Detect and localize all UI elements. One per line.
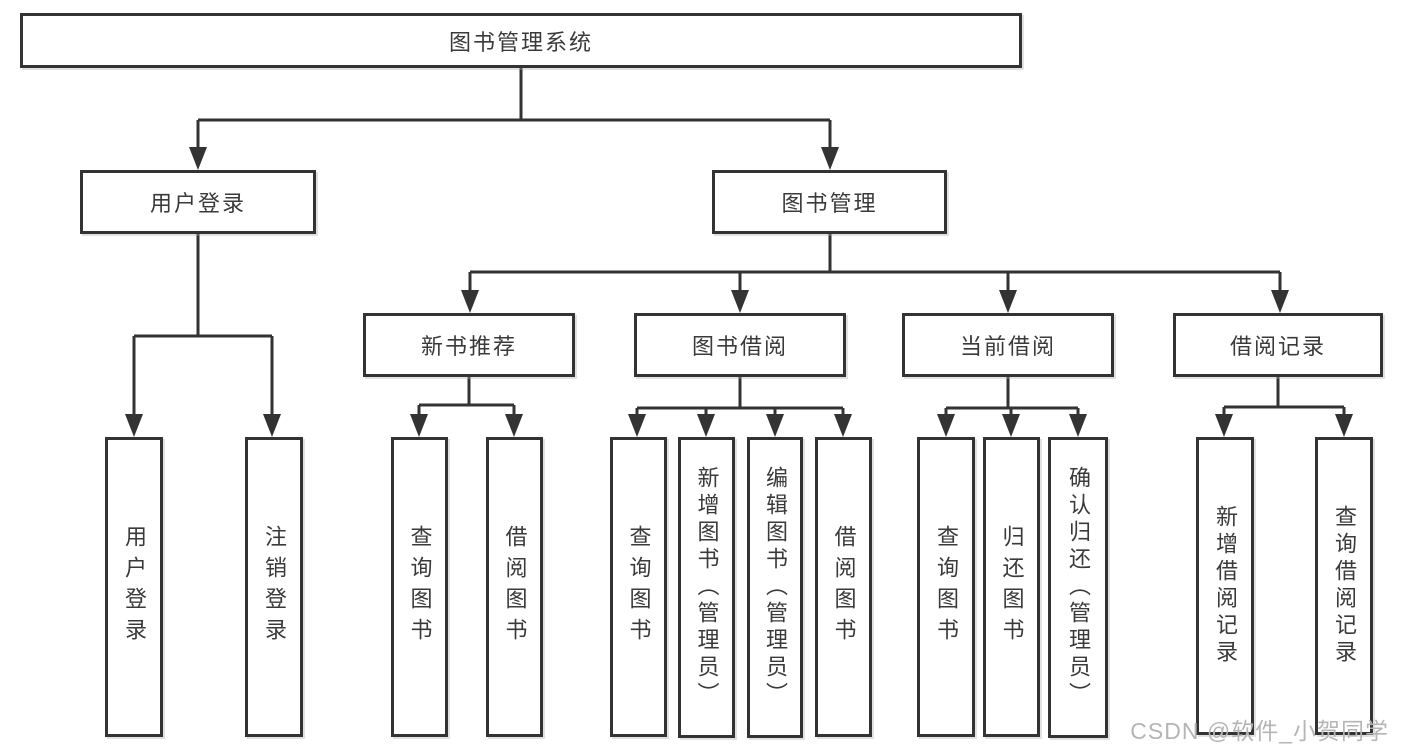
leaf-user-login: 用户登录 bbox=[105, 437, 163, 737]
leaf-borrow-query-books: 查询图书 bbox=[610, 437, 667, 737]
leaf-newbook-query-books: 查询图书 bbox=[391, 437, 448, 737]
leaf-logout: 注销登录 bbox=[245, 437, 303, 737]
node-user-login: 用户登录 bbox=[80, 170, 316, 234]
leaf-add-borrow-record: 新增借阅记录 bbox=[1196, 437, 1254, 735]
leaf-add-books-admin: 新增图书（管理员） bbox=[678, 437, 735, 738]
node-borrow-records: 借阅记录 bbox=[1173, 313, 1383, 377]
leaf-query-borrow-record: 查询借阅记录 bbox=[1315, 437, 1373, 735]
leaf-borrow-books: 借阅图书 bbox=[815, 437, 872, 737]
node-new-book-recommend: 新书推荐 bbox=[363, 313, 575, 377]
node-book-management: 图书管理 bbox=[712, 170, 947, 234]
leaf-current-query-books: 查询图书 bbox=[917, 437, 975, 737]
csdn-watermark: CSDN @软件_小贺同学 bbox=[1130, 718, 1389, 744]
node-book-borrowing: 图书借阅 bbox=[634, 313, 846, 377]
leaf-confirm-return-admin: 确认归还（管理员） bbox=[1048, 437, 1108, 738]
leaf-newbook-borrow-books: 借阅图书 bbox=[486, 437, 543, 737]
leaf-edit-books-admin: 编辑图书（管理员） bbox=[747, 437, 803, 738]
arrowhead-icons bbox=[125, 147, 1353, 437]
leaf-return-books: 归还图书 bbox=[983, 437, 1040, 737]
node-current-borrowing: 当前借阅 bbox=[902, 313, 1114, 377]
node-root-system: 图书管理系统 bbox=[20, 13, 1022, 68]
